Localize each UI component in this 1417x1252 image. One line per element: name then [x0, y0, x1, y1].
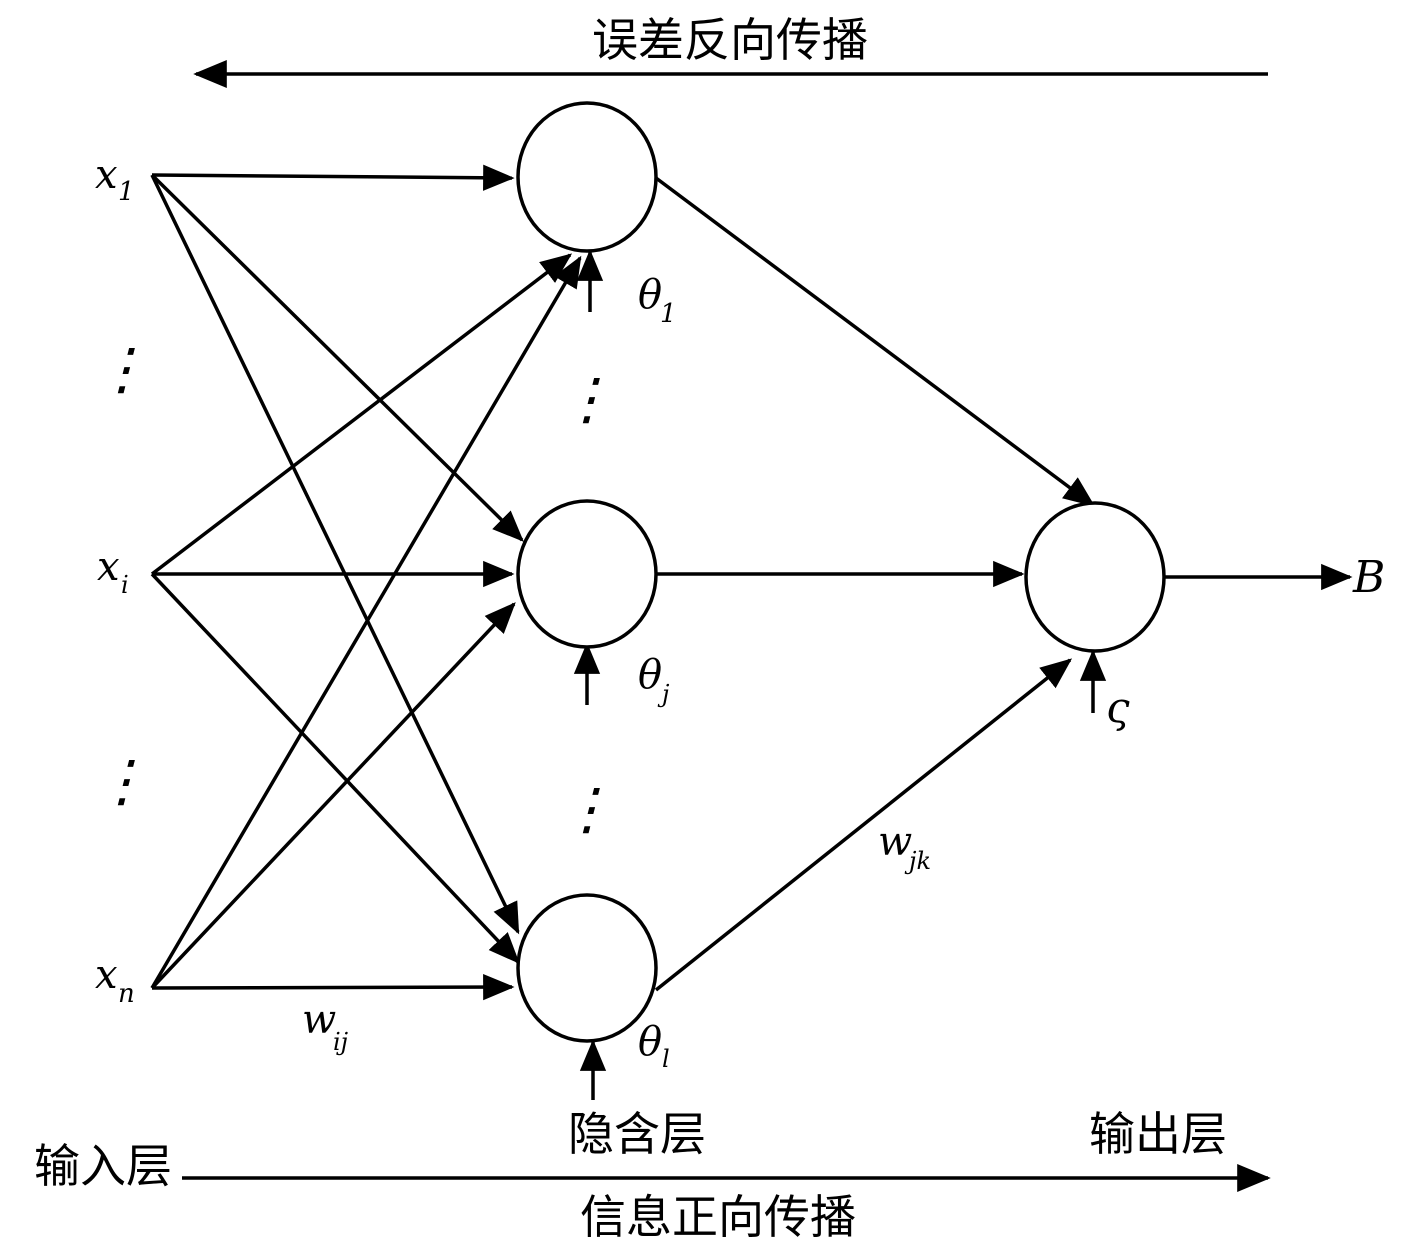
- svg-text:x: x: [97, 544, 120, 590]
- threshold-label-theta1: θ 1: [638, 272, 677, 329]
- threshold-arrows: [573, 249, 1107, 1100]
- svg-text:x: x: [95, 152, 118, 198]
- input-ellipsis-1: ⋮: [94, 337, 150, 402]
- hidden-node-j: [516, 499, 658, 649]
- threshold-label-thetal: θ l: [638, 1019, 670, 1073]
- input-label-x1: x 1: [95, 152, 135, 207]
- weight-label-wij: w ij: [302, 997, 349, 1056]
- svg-text:n: n: [118, 979, 135, 1009]
- hidden-layer-label: 隐含层: [568, 1107, 706, 1161]
- svg-text:θ: θ: [638, 652, 662, 698]
- edge-x1-hl: [150, 174, 520, 935]
- svg-text:x: x: [95, 952, 118, 998]
- edge-x1-h1: [151, 164, 515, 191]
- edge-xn-h1: [150, 255, 582, 989]
- svg-text:θ: θ: [638, 1019, 662, 1065]
- edge-xi-hl: [150, 572, 520, 964]
- hidden-node-l: [516, 893, 658, 1043]
- input-label-xi: x i: [97, 544, 129, 599]
- output-layer-label: 输出层: [1089, 1107, 1227, 1161]
- svg-text:1: 1: [118, 177, 135, 207]
- hidden-node-1: [516, 101, 658, 253]
- output-label-B: B: [1352, 552, 1385, 603]
- forward-propagation-title: 信息正向传播: [580, 1190, 856, 1244]
- edge-xn-hl: [151, 973, 515, 1001]
- backward-propagation-title: 误差反向传播: [592, 13, 868, 67]
- edge-h1-out: [654, 176, 1096, 507]
- svg-text:1: 1: [660, 299, 677, 329]
- edge-x1-hj: [150, 173, 524, 542]
- input-label-xn: x n: [95, 952, 135, 1009]
- svg-text:i: i: [121, 571, 129, 599]
- svg-text:l: l: [662, 1045, 670, 1073]
- svg-text:ij: ij: [333, 1028, 349, 1056]
- svg-text:jk: jk: [904, 847, 931, 875]
- edge-xn-hj: [150, 602, 516, 990]
- input-ellipsis-2: ⋮: [94, 749, 150, 814]
- output-node: [1024, 501, 1166, 653]
- edge-xi-h1: [150, 253, 573, 576]
- input-hidden-connections: [150, 164, 582, 1001]
- hidden-ellipsis-1: ⋮: [559, 367, 615, 432]
- hidden-output-connections: [654, 176, 1353, 992]
- output-threshold-label: ς: [1106, 683, 1130, 732]
- svg-text:w: w: [302, 997, 336, 1043]
- weight-label-wjk: w jk: [878, 819, 931, 875]
- svg-text:θ: θ: [638, 272, 662, 318]
- hidden-ellipsis-2: ⋮: [559, 777, 615, 842]
- threshold-label-thetaj: θ j: [638, 652, 670, 708]
- input-layer-label: 输入层: [34, 1139, 172, 1193]
- svg-text:w: w: [878, 819, 912, 865]
- edge-hl-out: [654, 658, 1073, 992]
